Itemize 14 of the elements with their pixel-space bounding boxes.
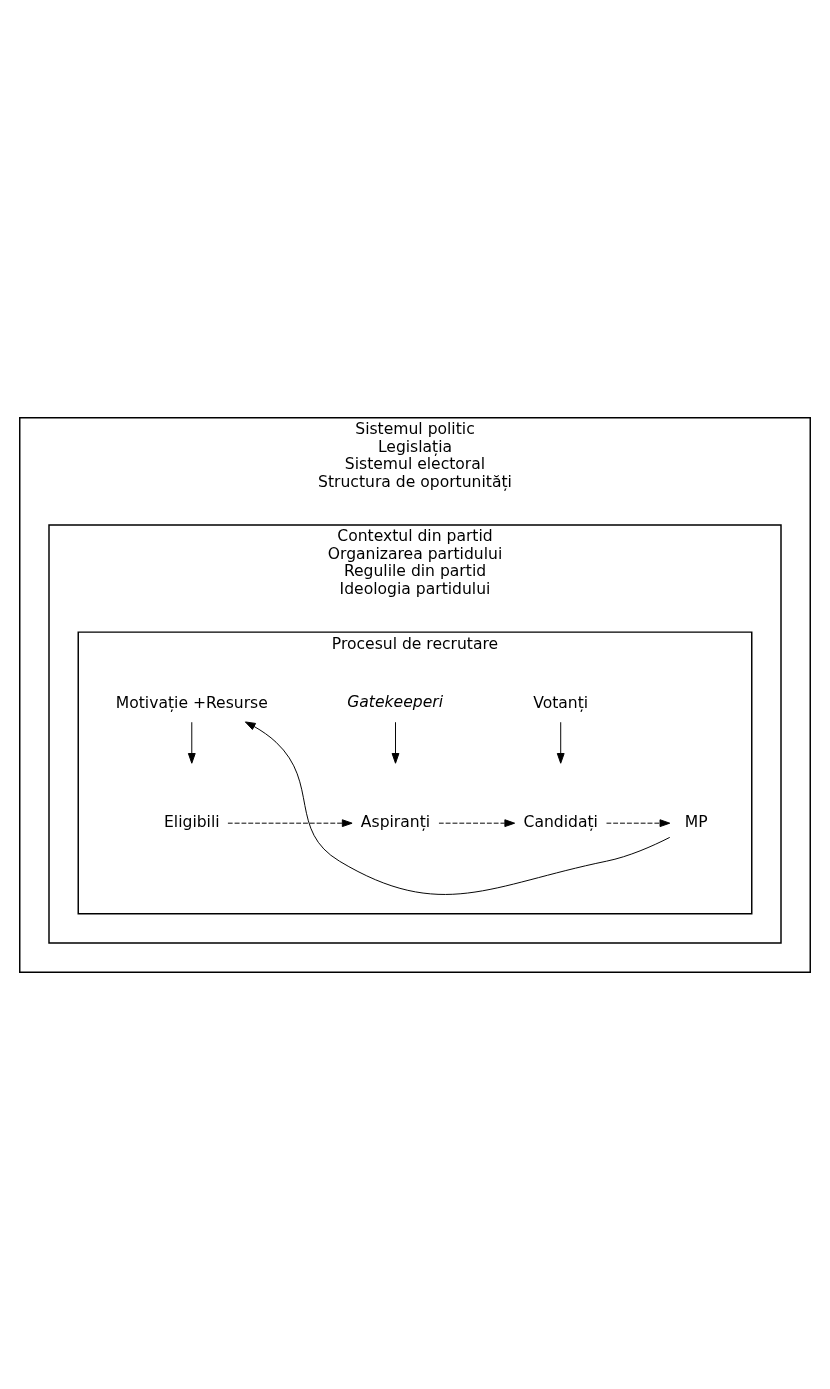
arrow: [391, 721, 400, 764]
node-text: Motivație +Resurse: [115, 693, 268, 712]
arrow: [606, 818, 671, 827]
arrow: [556, 721, 565, 764]
node-text: Aspiranți: [360, 812, 431, 831]
node-text: Votanți: [533, 693, 589, 712]
node-text: Candidați: [523, 812, 598, 831]
node-text: Eligibili: [164, 812, 220, 831]
arrow: [227, 818, 353, 827]
arrow: [438, 818, 516, 827]
arrow: [244, 720, 671, 895]
node-text: Gatekeeperi: [347, 692, 443, 711]
node-text: MP: [684, 812, 708, 831]
arrow: [187, 721, 196, 764]
